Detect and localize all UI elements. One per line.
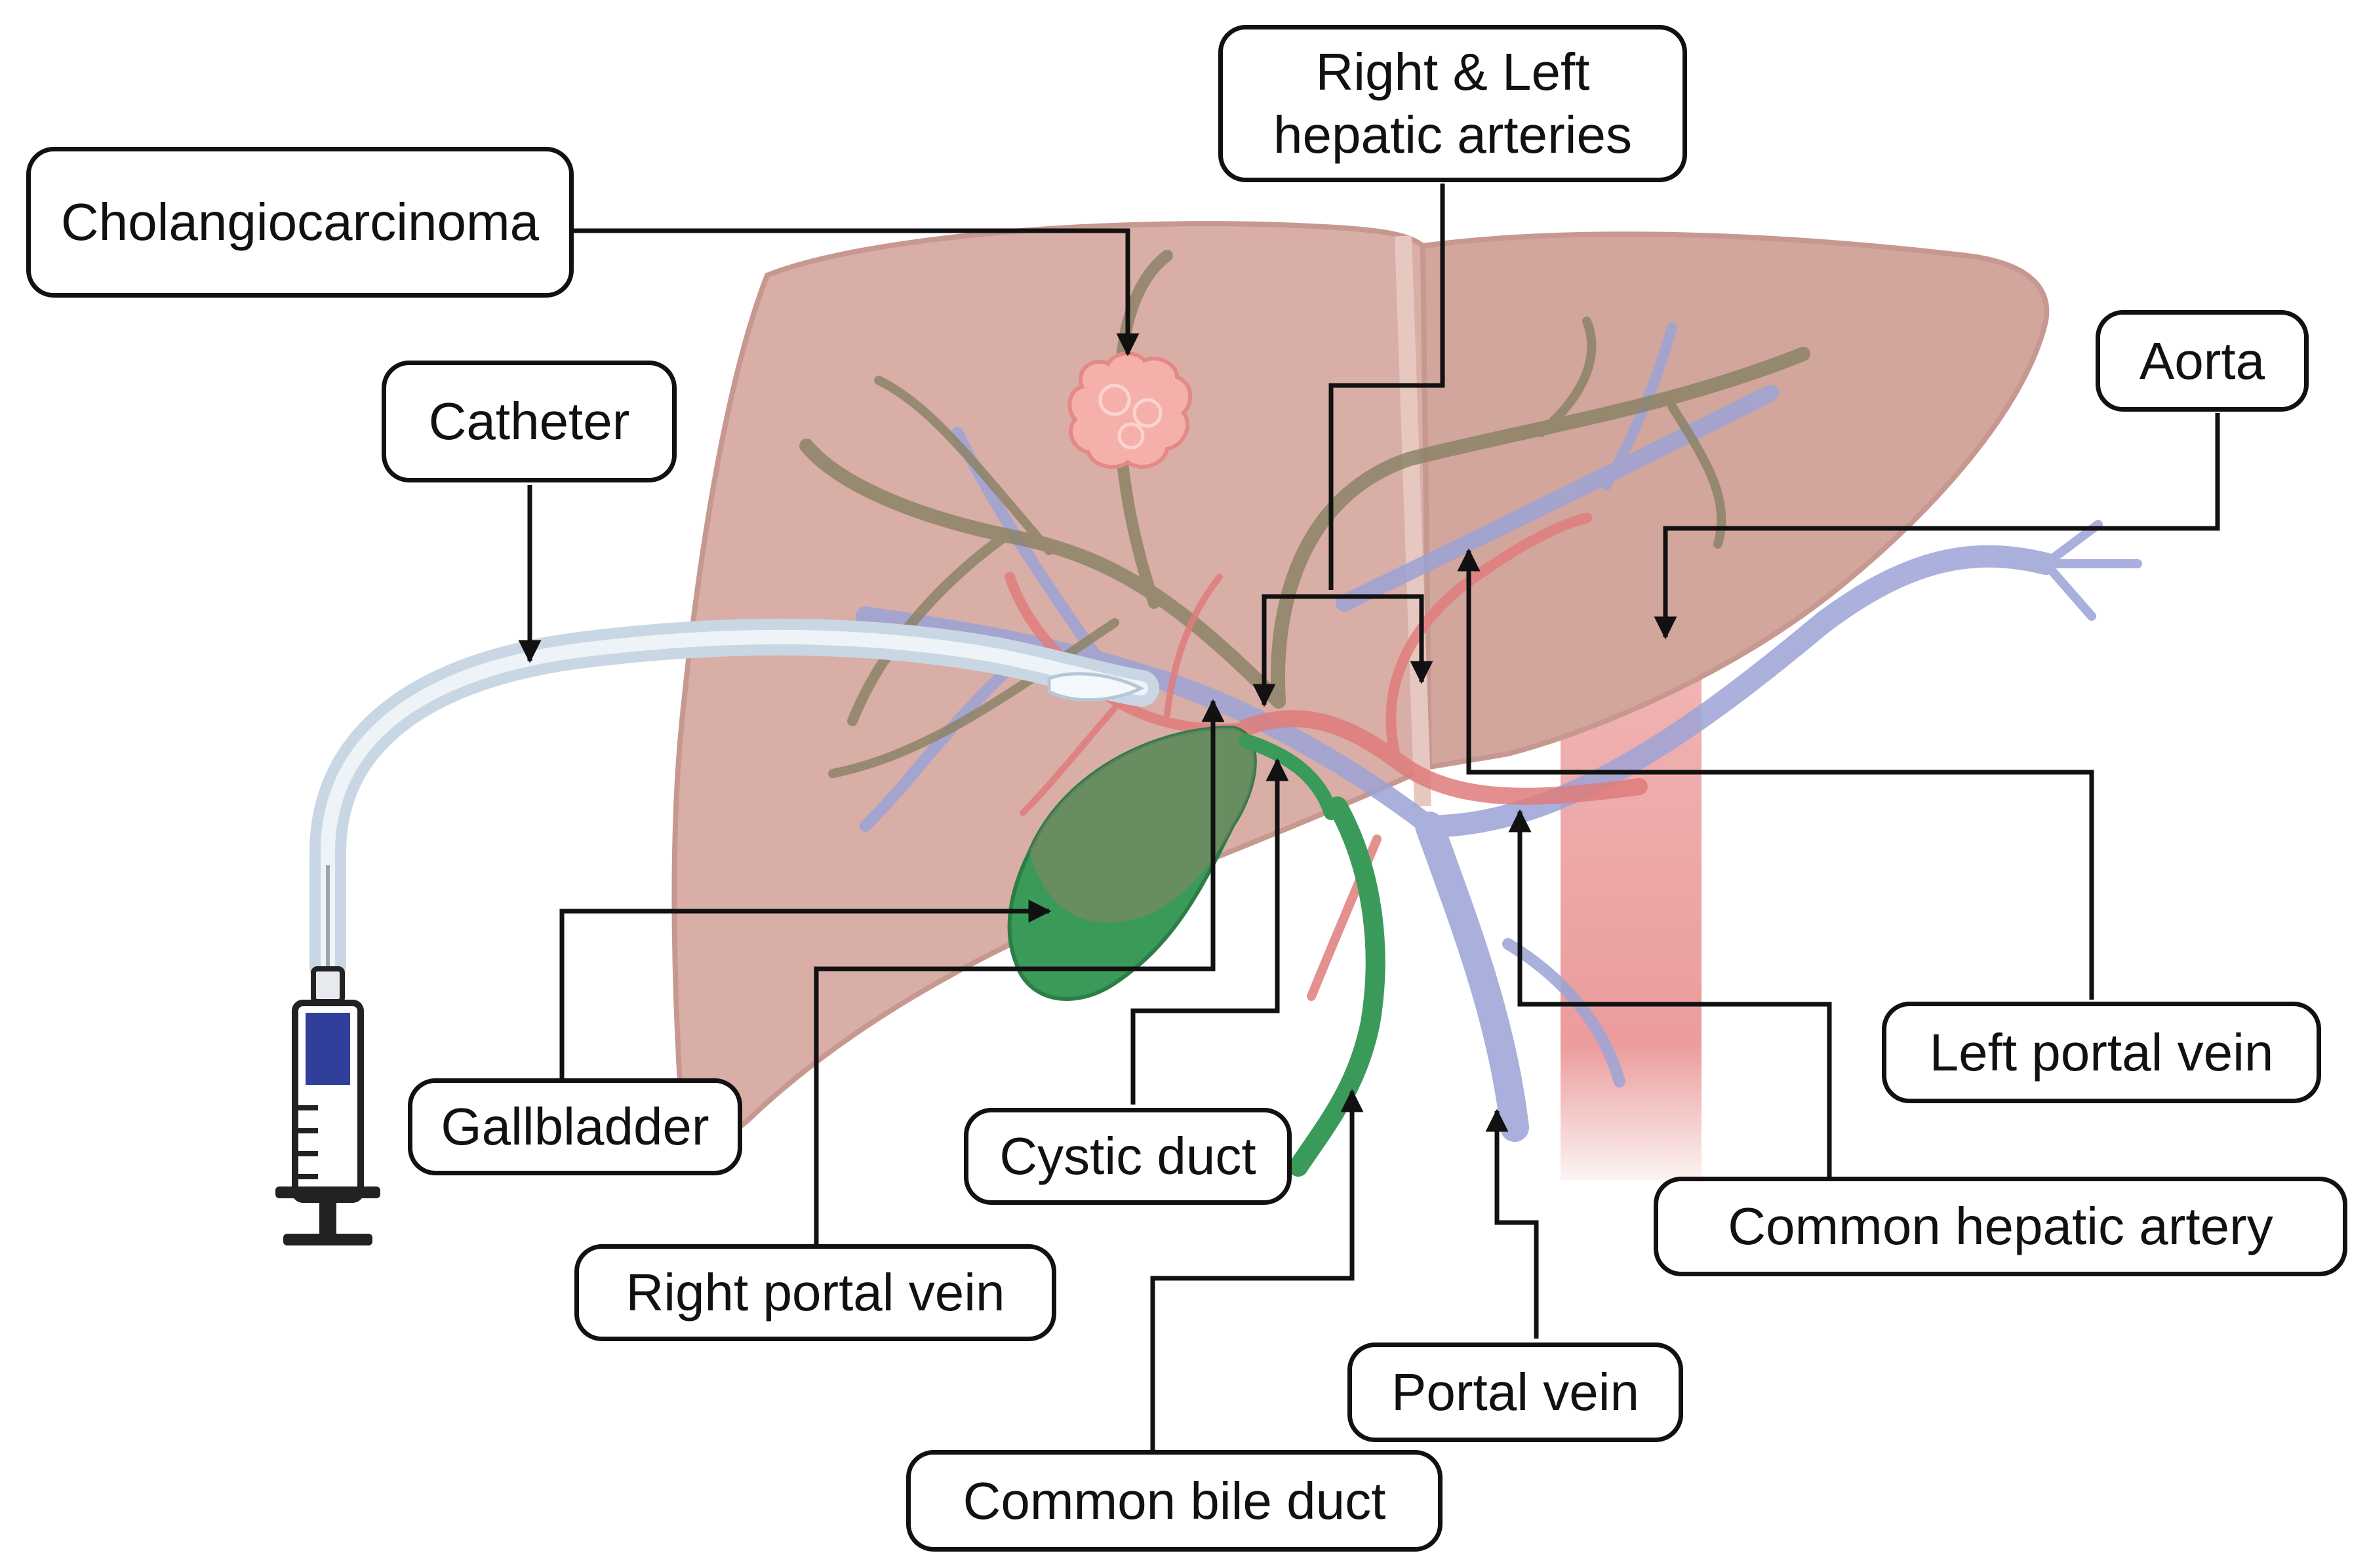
leader-common-hepatic-artery — [1508, 809, 1832, 1177]
label-gallbladder-text: Gallbladder — [441, 1097, 709, 1156]
label-cholangiocarcinoma: Cholangiocarcinoma — [26, 147, 574, 298]
label-cystic-duct-text: Cystic duct — [999, 1127, 1256, 1185]
right-portal-vein-sub-2 — [860, 656, 1022, 832]
leader-lines — [518, 184, 2220, 1453]
leader-cystic-duct — [1130, 758, 1289, 1105]
label-right-left-hepatic-arteries-line-1: Right & Left — [1315, 43, 1590, 101]
gallbladder-group — [1007, 725, 1385, 1177]
label-cystic-duct: Cystic duct — [964, 1108, 1292, 1205]
leader-portal-vein — [1485, 1108, 1539, 1339]
tumor-lobule — [1098, 383, 1131, 416]
label-aorta-text: Aorta — [2139, 331, 2265, 390]
label-catheter-text: Catheter — [428, 392, 630, 450]
catheter — [309, 618, 1159, 985]
label-common-bile-duct: Common bile duct — [906, 1450, 1443, 1552]
common-hepatic-artery-vessel — [1237, 710, 1648, 805]
label-common-bile-duct-text: Common bile duct — [963, 1471, 1386, 1530]
label-left-portal-vein-text: Left portal vein — [1929, 1023, 2274, 1082]
leader-right-hepatic-artery — [1252, 594, 1331, 707]
falciform-ligament — [1395, 235, 1431, 807]
syringe-graduations — [295, 1105, 318, 1179]
left-hepatic-artery-vessel — [1385, 513, 1592, 766]
tumor-lobule — [1117, 422, 1145, 450]
label-right-portal-vein: Right portal vein — [574, 1244, 1056, 1341]
liver-left-lobe — [1420, 231, 2050, 770]
label-right-left-hepatic-arteries-line-2: hepatic arteries — [1273, 106, 1632, 164]
liver — [671, 221, 2050, 1142]
label-catheter: Catheter — [382, 361, 677, 482]
leader-aorta — [1654, 413, 2220, 640]
syringe-flange — [275, 1186, 380, 1198]
bile-duct-right-sub-2 — [847, 532, 1008, 726]
artery-sub-2 — [1020, 705, 1118, 816]
label-common-hepatic-artery-text: Common hepatic artery — [1728, 1197, 2273, 1255]
label-right-portal-vein-text: Right portal vein — [626, 1263, 1005, 1322]
label-common-hepatic-artery: Common hepatic artery — [1654, 1177, 2347, 1276]
leader-right-portal-vein — [814, 699, 1225, 1249]
bile-duct-right-sub-4 — [828, 618, 1119, 778]
artery-sub-1 — [1164, 574, 1223, 718]
label-right-left-hepatic-arteries: Right & Left hepatic arteries — [1218, 25, 1687, 182]
portal-vein-lower-branch — [1502, 938, 1625, 1088]
portal-vein-trunk — [1415, 812, 1529, 1142]
label-cholangiocarcinoma-text: Cholangiocarcinoma — [60, 193, 540, 251]
cystic-duct-vessel — [1239, 734, 1338, 820]
leader-common-bile-duct — [1150, 1089, 1364, 1453]
syringe-plunger-cap — [283, 1234, 372, 1245]
leader-cholangiocarcinoma — [574, 228, 1140, 357]
syringe-plunger-rod — [319, 1200, 336, 1239]
hepatic-vein-left — [1336, 385, 1779, 612]
leader-left-portal-vein — [1457, 548, 2094, 1000]
catheter-tip-balloon — [1047, 672, 1145, 702]
syringe-hub — [311, 966, 345, 1004]
leader-gallbladder — [559, 899, 1052, 1082]
gallbladder-liver-overlay — [1029, 728, 1255, 922]
bile-duct-right-sub-3 — [874, 376, 1054, 555]
label-gallbladder: Gallbladder — [408, 1078, 742, 1175]
bile-duct-right-main — [799, 439, 1286, 709]
label-portal-vein: Portal vein — [1347, 1343, 1683, 1442]
tumor-lobule — [1132, 398, 1163, 428]
bile-duct-left-sub-1 — [1536, 317, 1597, 437]
leader-right-left-hepatic-arteries — [1328, 184, 1445, 590]
leader-left-hepatic-artery — [1331, 594, 1433, 684]
left-portal-vein-tip — [2041, 520, 2142, 621]
common-bile-duct-vessel — [1288, 796, 1385, 1177]
label-left-portal-vein: Left portal vein — [1882, 1002, 2321, 1103]
syringe — [275, 865, 380, 1245]
catheter-tube-highlight — [321, 629, 1148, 974]
right-portal-vein-branch — [856, 606, 1439, 836]
label-aorta: Aorta — [2096, 310, 2309, 412]
syringe-plunger-fluid — [306, 1013, 350, 1085]
label-portal-vein-text: Portal vein — [1391, 1363, 1639, 1421]
